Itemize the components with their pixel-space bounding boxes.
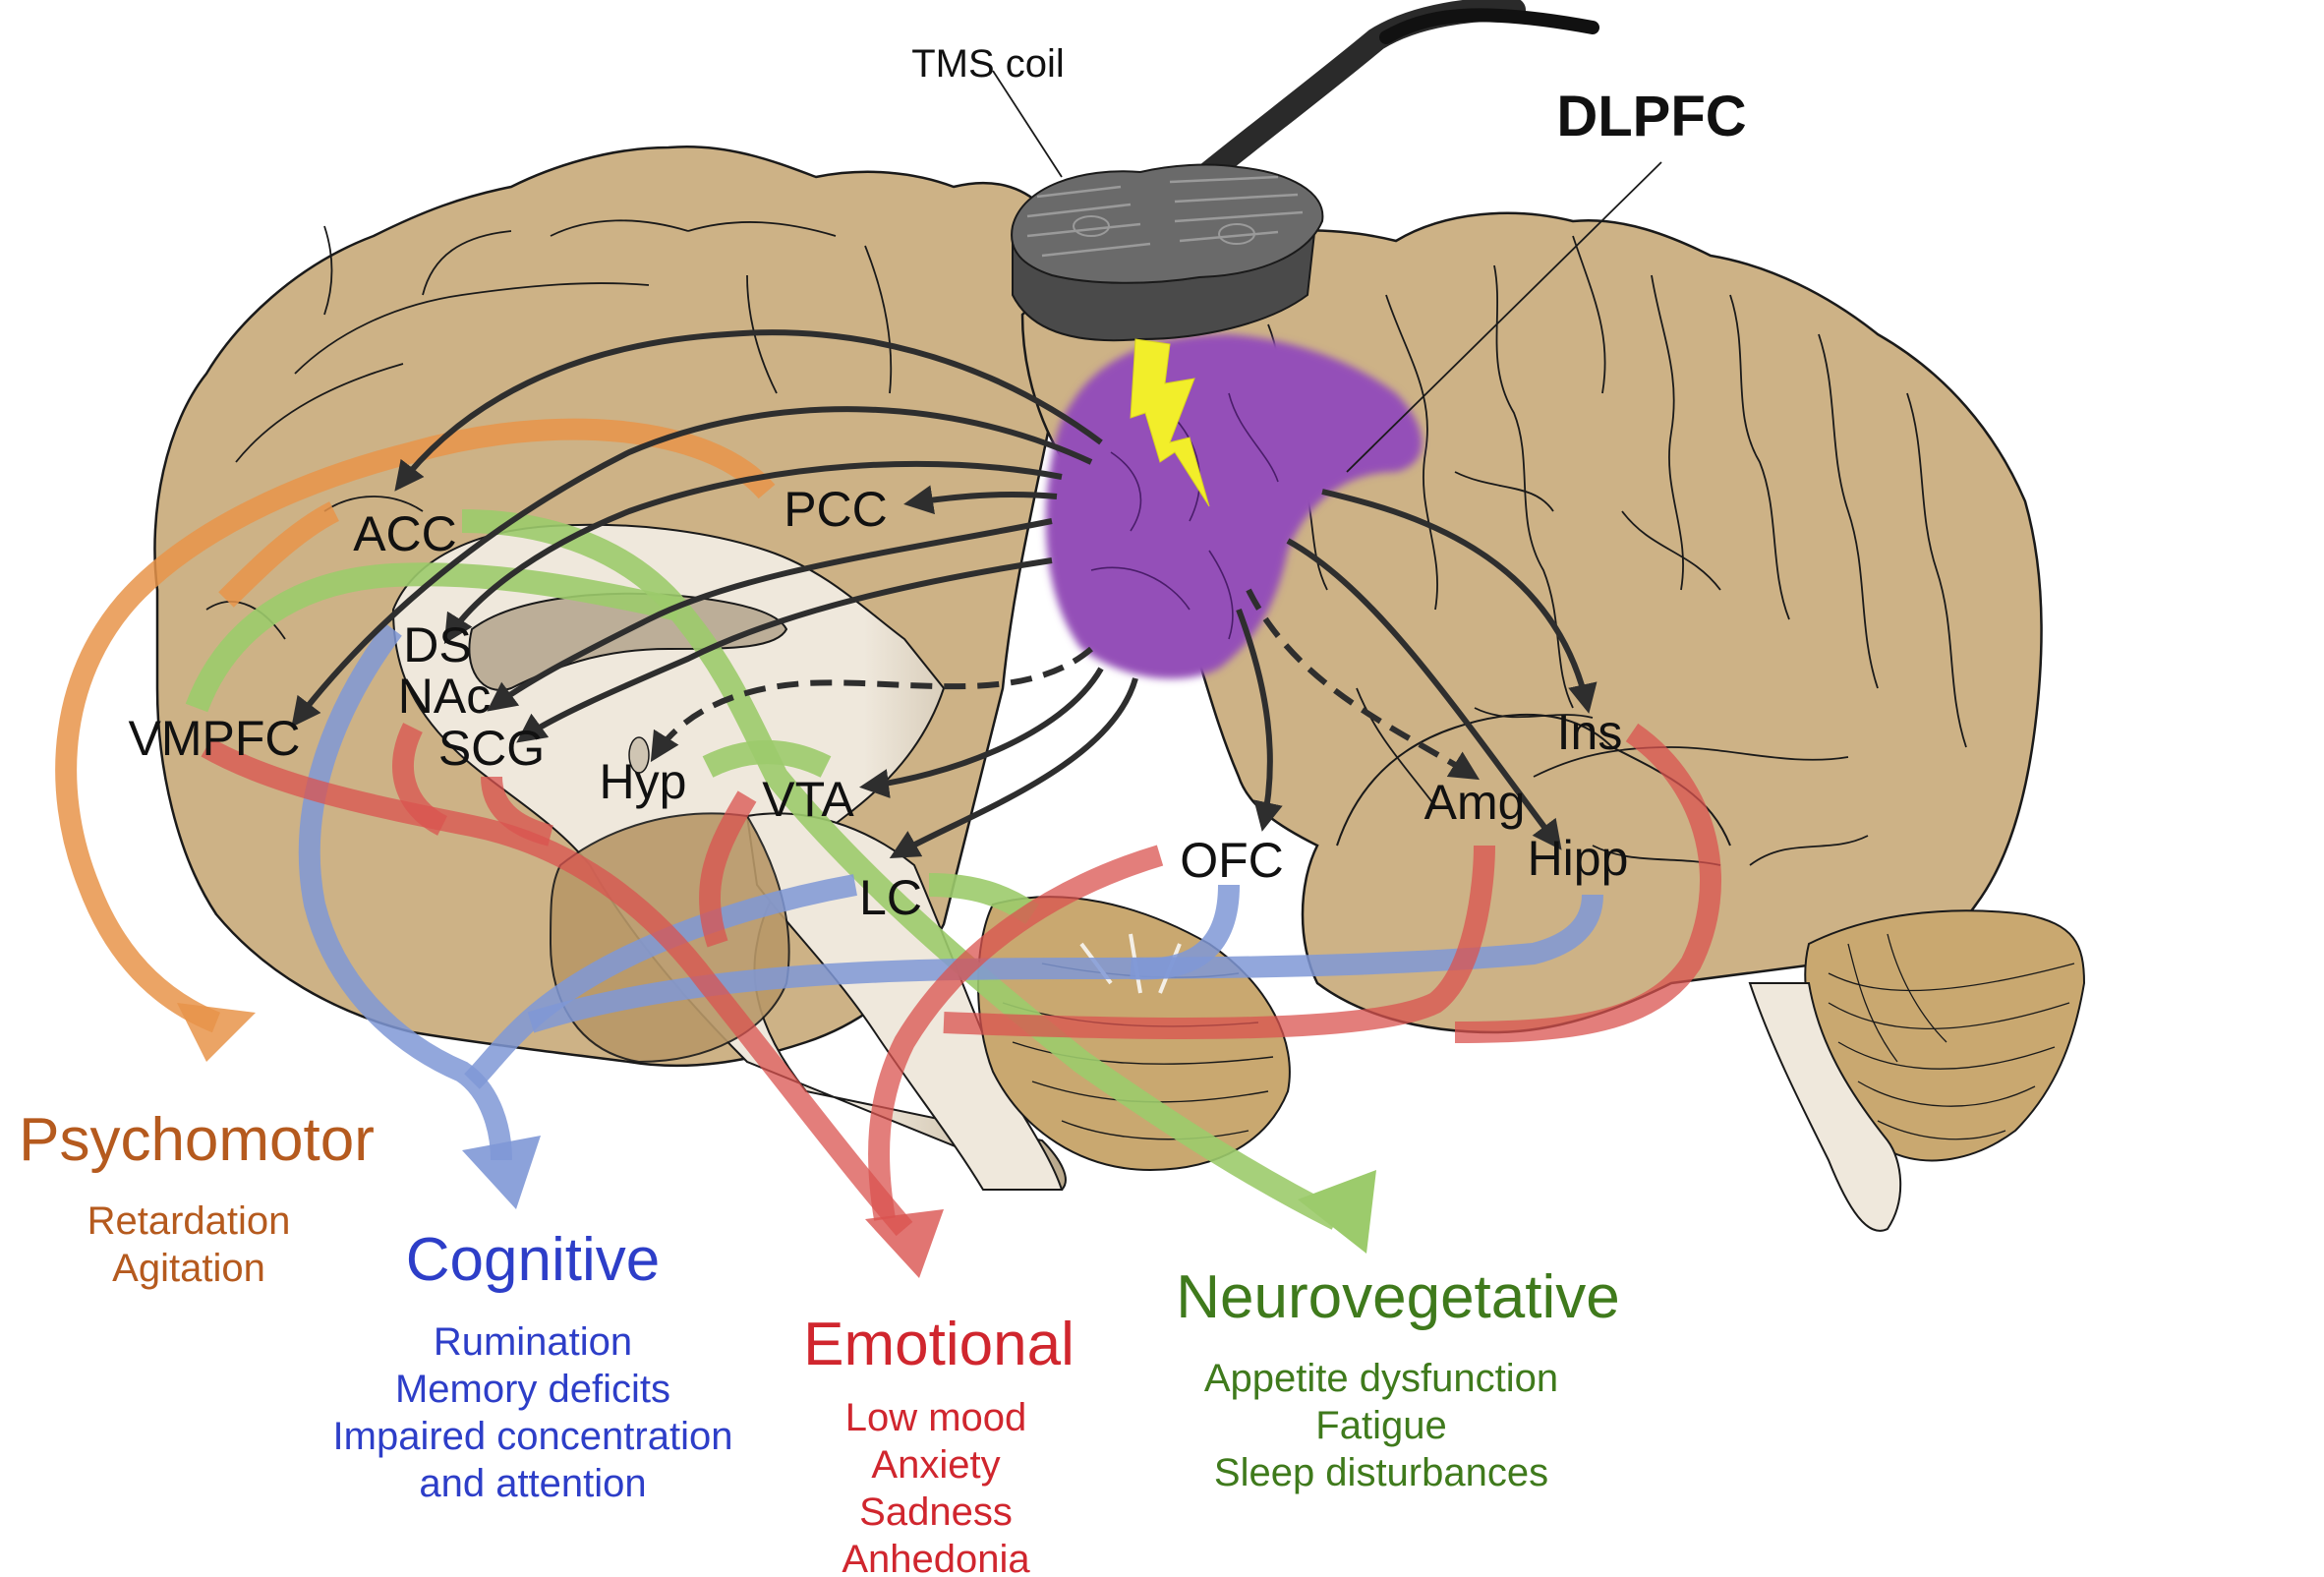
category-item: Fatigue [1315, 1404, 1446, 1447]
cognitive-branch-ofc [1130, 884, 1240, 980]
category-item: and attention [419, 1462, 646, 1505]
dlpfc-connections [291, 329, 1598, 858]
emotional-arrowhead [865, 1209, 944, 1278]
category-neurovegetative: Neurovegetative Appetite dysfunction Fat… [1176, 1263, 1620, 1494]
tms-coil-label: TMS coil [911, 42, 1065, 86]
region-label-hipp: Hipp [1528, 831, 1629, 886]
category-title-psychomotor: Psychomotor [19, 1106, 375, 1174]
arrow-to-ds [443, 460, 1063, 645]
region-labels: ACC PCC DS NAc VMPFC SCG Hyp VTA LC OFC … [129, 482, 1629, 925]
category-title-neurovegetative: Neurovegetative [1176, 1263, 1620, 1331]
category-item: Rumination [434, 1320, 632, 1364]
category-item: Anxiety [871, 1443, 1000, 1487]
region-label-ins: Ins [1557, 705, 1623, 760]
region-label-vta: VTA [762, 772, 854, 827]
arrow-to-scg [516, 557, 1053, 743]
arrow-to-ofc [1236, 608, 1283, 832]
arrow-to-ins [1321, 489, 1598, 714]
emotional-branch-ins [1454, 723, 1721, 1043]
coil-ridges [1026, 175, 1304, 258]
emotional-branch-amg [943, 845, 1495, 1039]
region-label-nac: NAc [398, 669, 491, 724]
psychomotor-branch [218, 501, 340, 608]
region-label-vmpfc: VMPFC [129, 711, 301, 766]
dashed-arrow-to-amg [1246, 588, 1481, 781]
dlpfc-label: DLPFC [1556, 85, 1746, 148]
coil-marker-left [1073, 215, 1110, 237]
category-item: Retardation [87, 1199, 291, 1243]
symptom-pathways [55, 418, 1721, 1278]
region-label-amg: Amg [1424, 775, 1526, 830]
category-item: Impaired concentration [333, 1415, 733, 1458]
coil-marker-right [1218, 223, 1255, 245]
lateral-cerebellum-folia [1828, 933, 2075, 1140]
region-label-lc: LC [859, 870, 922, 925]
neurovegetative-branch-hyp [702, 740, 832, 778]
dashed-arrow-to-hyp [650, 646, 1093, 763]
category-item: Sadness [859, 1490, 1013, 1534]
psychomotor-arrowhead [177, 1003, 256, 1062]
arrow-to-vta [859, 667, 1104, 798]
category-item: Agitation [112, 1247, 265, 1290]
cognitive-pathway [298, 622, 512, 1161]
dlpfc-region [1045, 334, 1423, 679]
arrow-to-lc [889, 677, 1138, 858]
region-label-hyp: Hyp [600, 754, 687, 809]
category-emotional: Emotional Low mood Anxiety Sadness Anhed… [803, 1311, 1075, 1577]
emotional-branch-vta [699, 790, 757, 948]
emotional-pathway [201, 737, 913, 1237]
arrow-to-pcc [903, 485, 1058, 515]
mammillary-body [628, 736, 650, 774]
psychomotor-pathway [55, 418, 776, 1033]
lightning-bolt-icon [1130, 338, 1210, 507]
region-label-scg: SCG [438, 721, 545, 776]
category-cognitive: Cognitive Rumination Memory deficits Imp… [333, 1226, 733, 1505]
arrow-to-vmpfc [291, 406, 1093, 728]
lateral-brainstem [1748, 982, 1902, 1232]
arrow-to-hipp [1286, 538, 1562, 850]
neurovegetative-branch-vmpfc [185, 562, 681, 713]
emotional-branch-nac [392, 723, 448, 836]
category-psychomotor: Psychomotor Retardation Agitation [19, 1106, 375, 1290]
cognitive-branch-lc [464, 874, 857, 1089]
medial-hemisphere [153, 146, 1291, 1192]
category-item: Low mood [845, 1396, 1027, 1439]
emotional-branch-scg [481, 776, 553, 847]
region-label-pcc: PCC [784, 482, 888, 537]
region-label-acc: ACC [353, 506, 457, 561]
category-item: Memory deficits [395, 1368, 670, 1411]
category-item: Sleep disturbances [1214, 1451, 1548, 1494]
neurovegetative-arrowhead [1298, 1170, 1376, 1254]
category-item: Anhedonia [842, 1538, 1030, 1577]
category-title-emotional: Emotional [803, 1311, 1075, 1378]
coil-body-top [1011, 163, 1324, 284]
region-label-ds: DS [403, 617, 471, 672]
category-item: Appetite dysfunction [1204, 1357, 1558, 1400]
tms-coil [1011, 0, 1599, 342]
arrow-to-nac [487, 518, 1053, 712]
emotional-branch-ofc [868, 845, 1164, 1221]
coil-pointer-line [992, 70, 1063, 178]
coil-cable-end [1379, 8, 1599, 44]
arrow-to-acc [394, 329, 1103, 492]
dlpfc-pointer-line [1346, 161, 1662, 473]
region-label-ofc: OFC [1180, 833, 1284, 888]
cognitive-arrowhead [462, 1136, 541, 1209]
dlpfc-sulci [1090, 392, 1279, 640]
category-title-cognitive: Cognitive [406, 1226, 660, 1294]
neurovegetative-pathway [461, 509, 1343, 1230]
